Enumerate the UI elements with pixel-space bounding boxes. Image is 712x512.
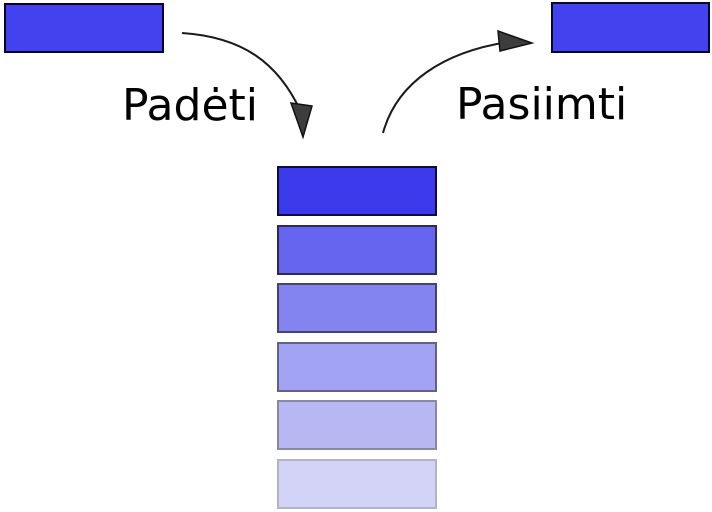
stack-item-2 [277, 224, 437, 275]
stack-item-6 [277, 458, 437, 509]
outgoing-item-box [551, 2, 710, 53]
pop-label: Pasiimti [456, 79, 628, 130]
stack-item-1 [277, 166, 437, 216]
stack-item-5 [277, 400, 437, 451]
stack-item-4 [277, 341, 437, 392]
incoming-item-box [4, 3, 164, 53]
push-label: Padėti [122, 80, 258, 131]
stack [277, 166, 437, 509]
stack-item-3 [277, 283, 437, 334]
